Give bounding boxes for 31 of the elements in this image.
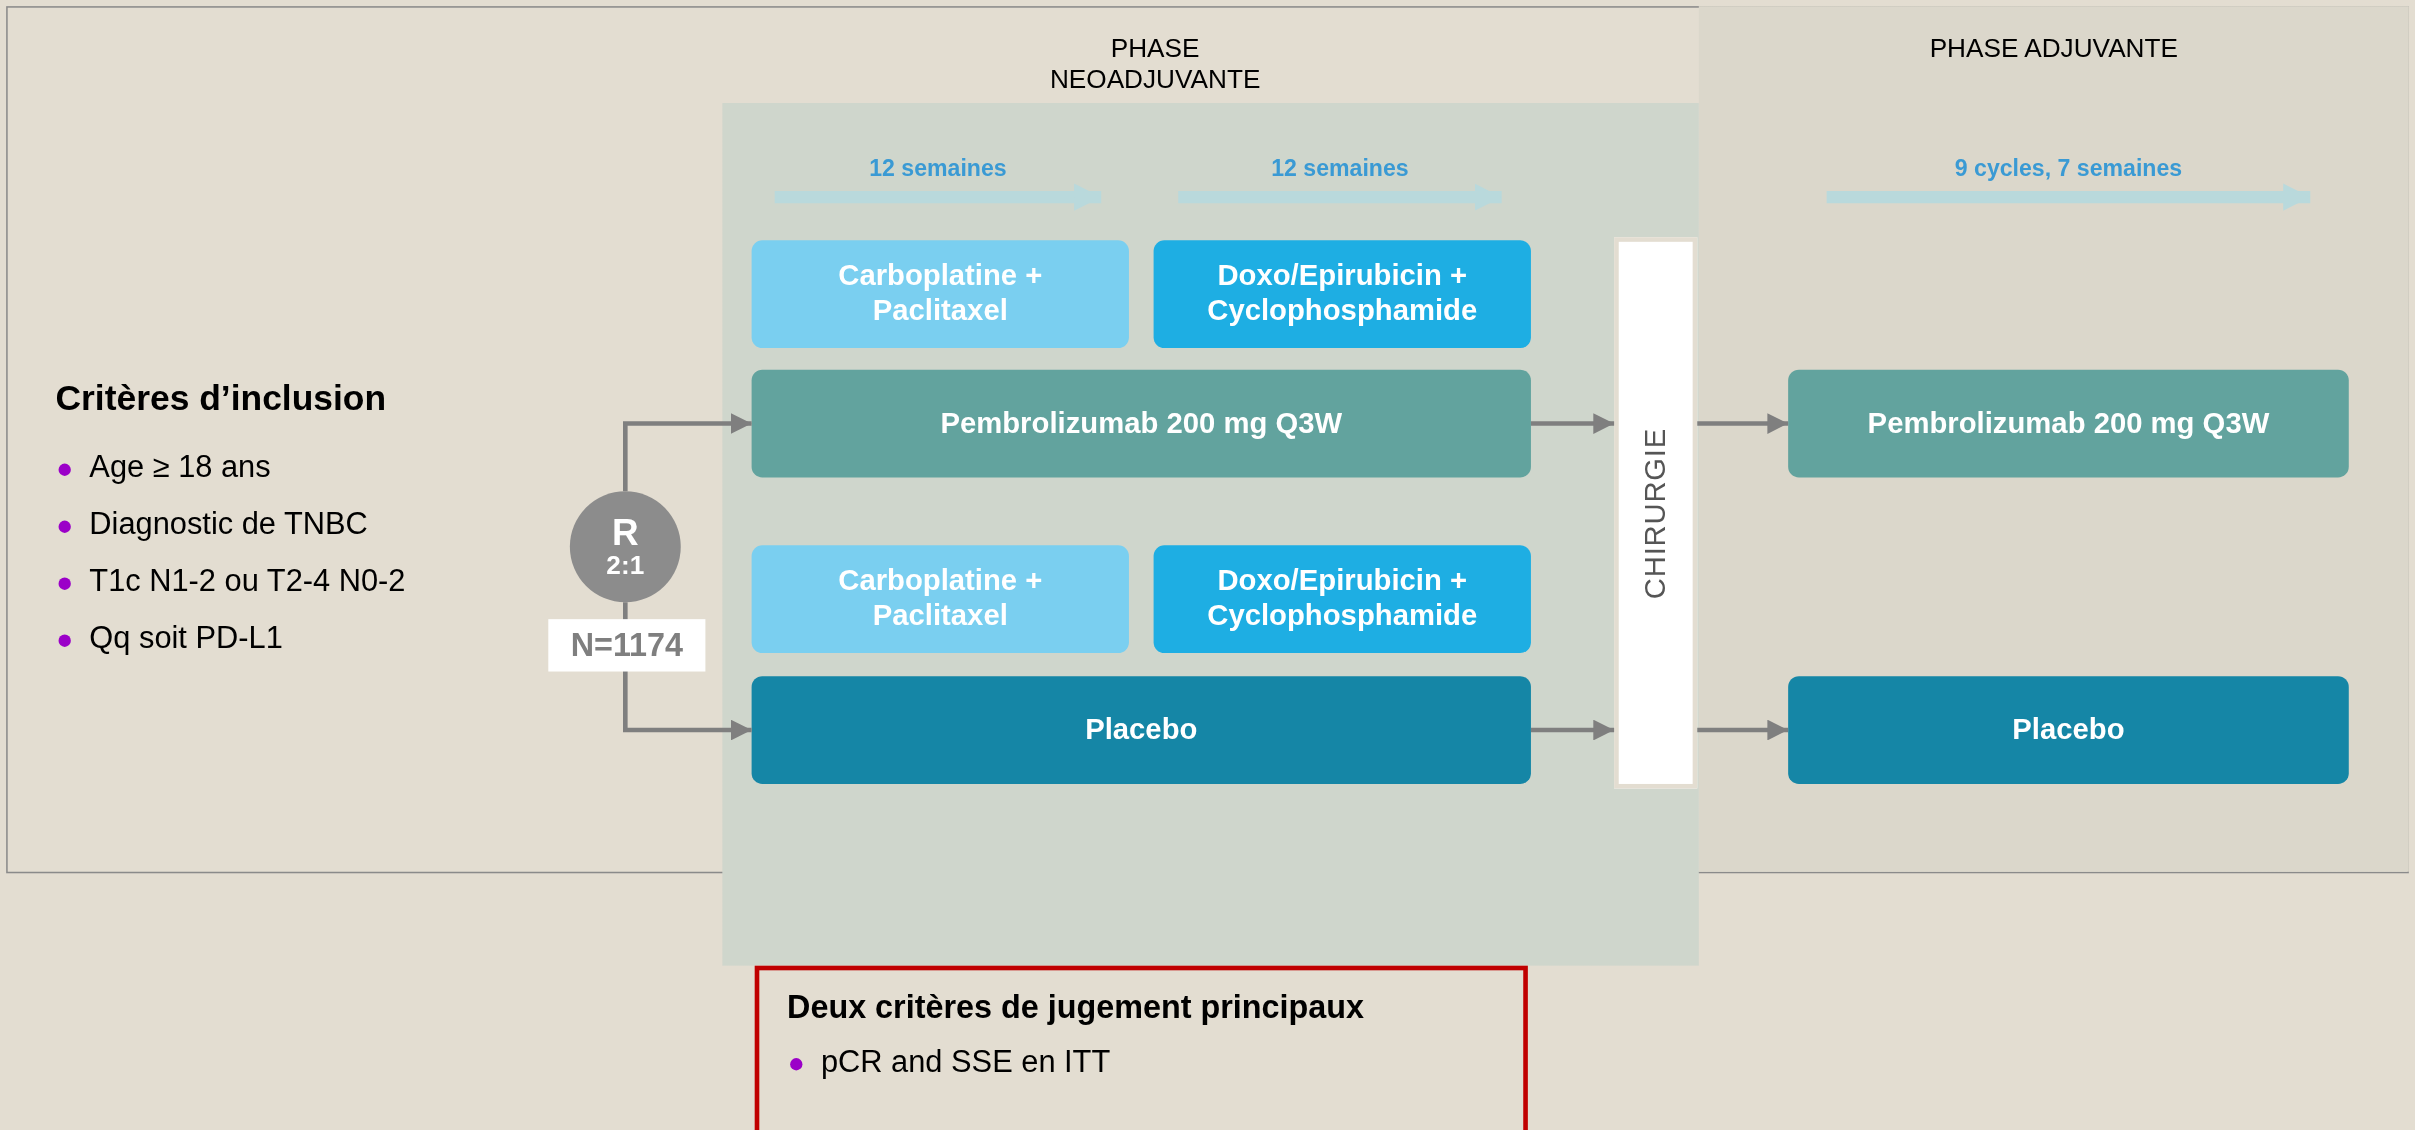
bullet-item: Qq soit PD-L1 (55, 620, 283, 657)
arrow (1530, 413, 1615, 434)
sample-size-label: N=1174 (548, 619, 706, 672)
treatment-box: Carboplatine + Paclitaxel (751, 240, 1129, 349)
treatment-box: Pembrolizumab 200 mg Q3W (1788, 369, 2349, 478)
arrow (623, 413, 752, 492)
duration-label: 12 semaines (869, 154, 1007, 181)
treatment-box: Doxo/Epirubicin + Cyclophosphamide (1153, 240, 1531, 349)
circle-letter: R (611, 513, 639, 553)
treatment-box: Pembrolizumab 200 mg Q3W (751, 369, 1531, 478)
arrow (1697, 413, 1789, 434)
bullet-item: Age ≥ 18 ans (55, 449, 271, 486)
endpoint-box (754, 965, 1528, 1130)
phase-heading: PHASE ADJUVANTE (1928, 33, 2179, 65)
duration-label: 12 semaines (1271, 154, 1409, 181)
duration-label: 9 cycles, 7 semaines (1954, 154, 2183, 181)
panel-heading: Critères d’inclusion (55, 377, 387, 419)
surgery-bar: CHIRURGIE (1614, 237, 1698, 789)
treatment-box: Doxo/Epirubicin + Cyclophosphamide (1153, 545, 1531, 654)
arrow (1697, 719, 1789, 741)
phase-heading: PHASE NEOADJUVANTE (1048, 33, 1262, 96)
treatment-box: Placebo (751, 676, 1531, 784)
panel-heading: Deux critères de jugement principaux (787, 988, 1364, 1026)
arrow (1530, 719, 1615, 741)
bullet-item: T1c N1-2 ou T2-4 N0-2 (55, 563, 406, 600)
bullet-item: pCR and SSE en ITT (787, 1044, 1111, 1080)
phase-band (1698, 6, 2409, 872)
ratio-text: 2:1 (606, 552, 645, 580)
treatment-box: Placebo (1788, 676, 2349, 784)
bullet-item: Diagnostic de TNBC (55, 506, 368, 543)
treatment-box: Carboplatine + Paclitaxel (751, 545, 1129, 654)
